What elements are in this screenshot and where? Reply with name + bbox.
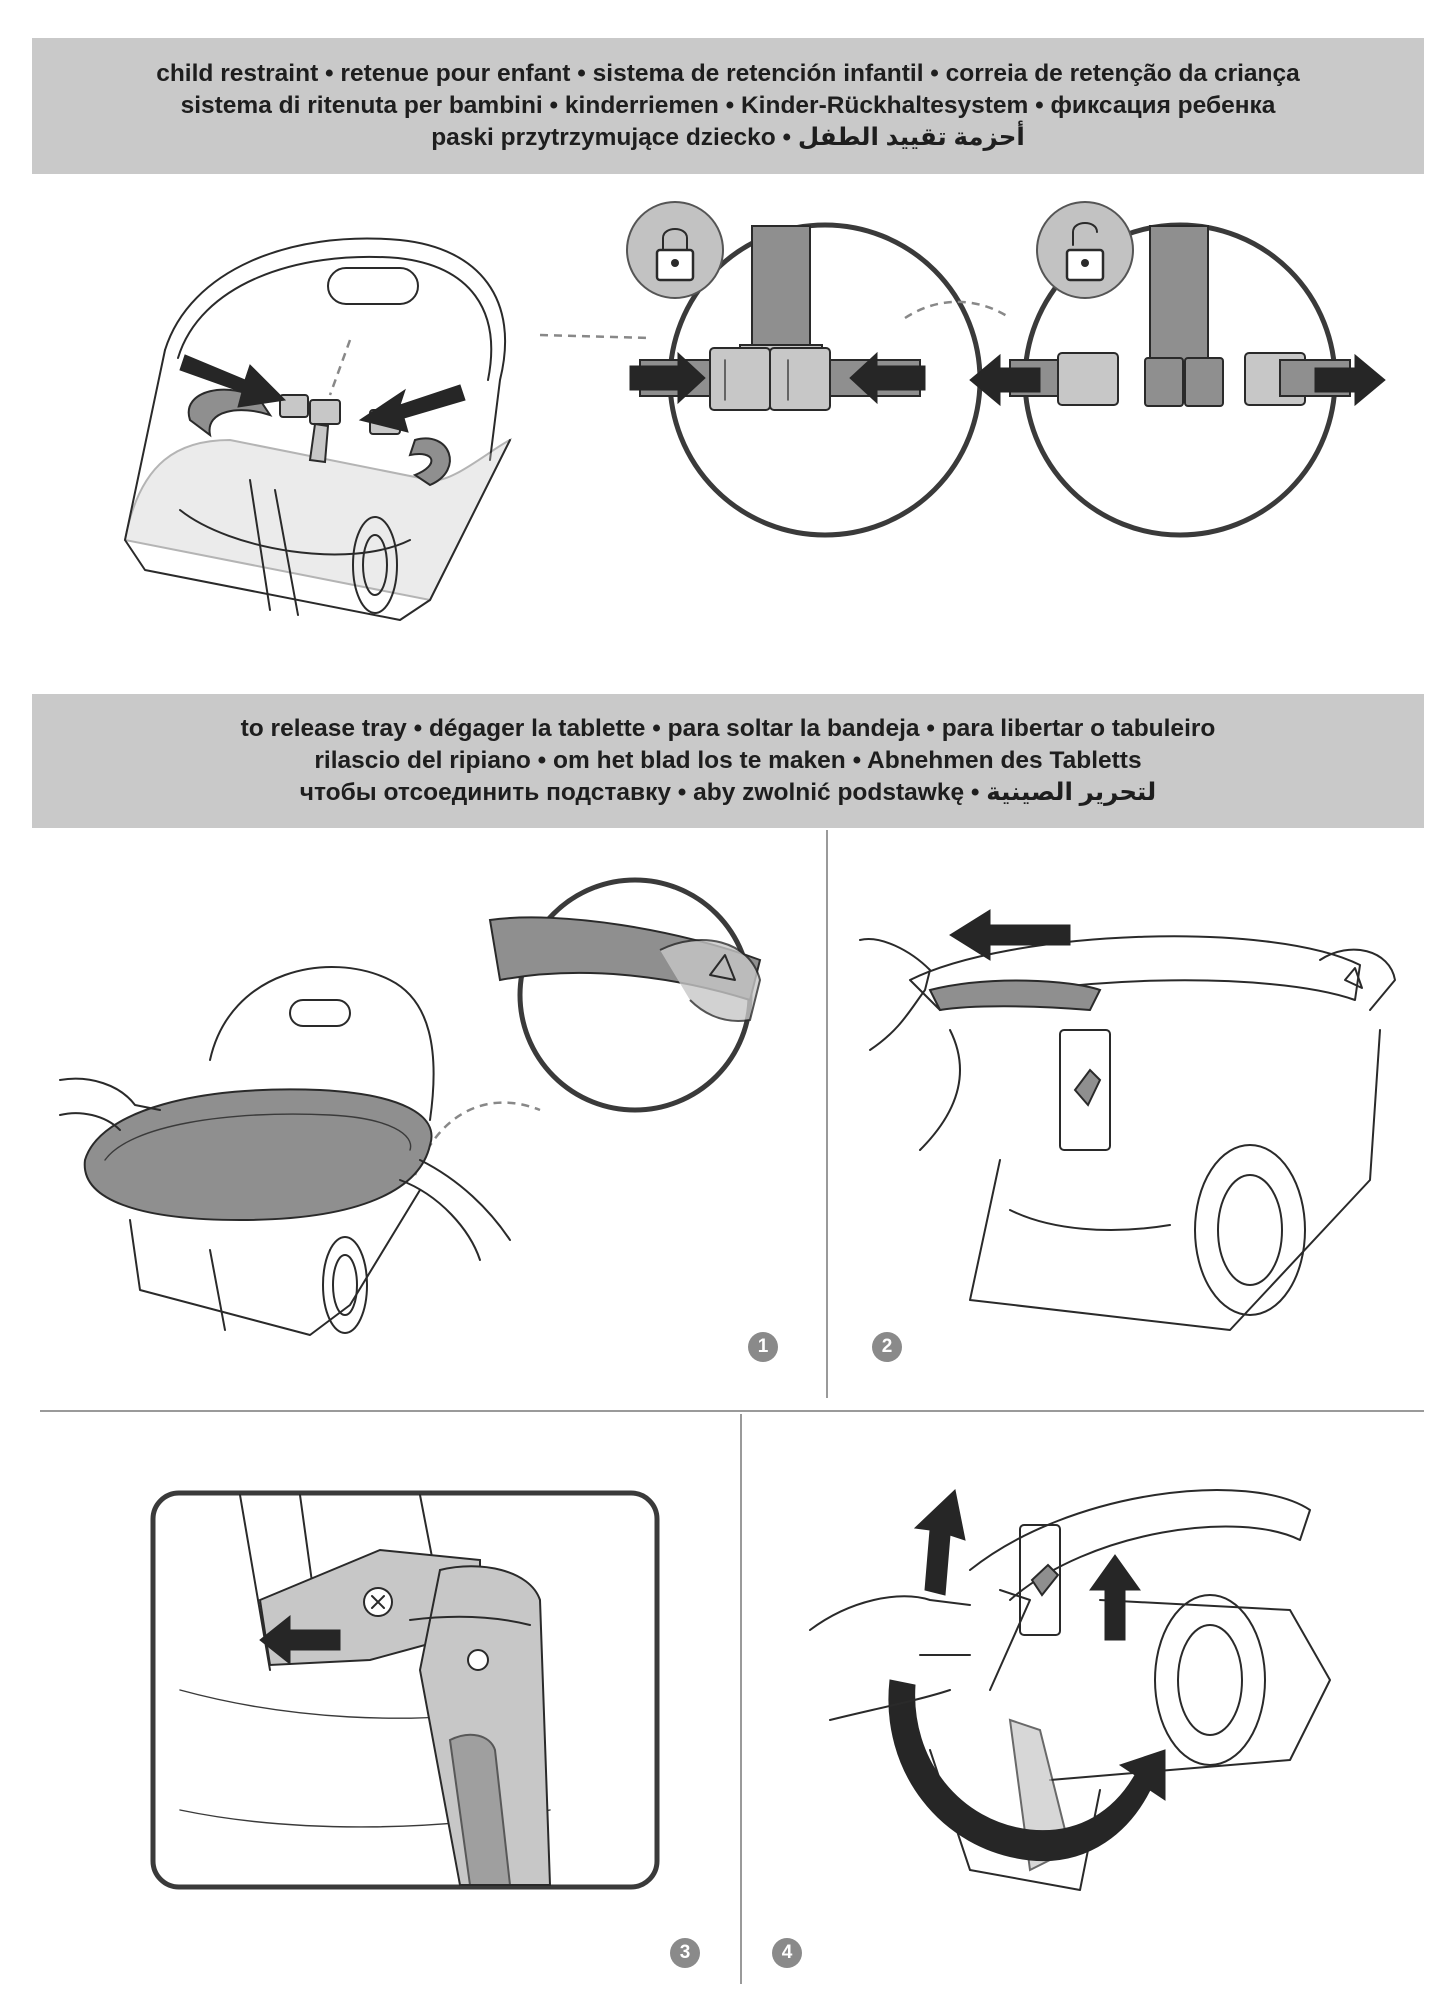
vertical-divider-bottom: [740, 1414, 742, 1984]
step4-tray-unhook-illustration: [770, 1430, 1350, 1930]
padlock-open-icon: [1037, 202, 1133, 298]
horizontal-divider: [40, 1410, 1424, 1412]
banner-line: sistema di ritenuta per bambini • kinder…: [181, 90, 1276, 122]
step-badge-4: 4: [772, 1938, 802, 1968]
banner-line: paski przytrzymujące dziecko • أحزمة تقي…: [431, 122, 1025, 154]
buckle-unlocked-detail: [980, 210, 1400, 540]
banner-line: child restraint • retenue pour enfant • …: [156, 58, 1300, 90]
step-badge-3: 3: [670, 1938, 700, 1968]
vertical-divider-top: [826, 830, 828, 1398]
step-badge-2: 2: [872, 1332, 902, 1362]
padlock-closed-icon: [627, 202, 723, 298]
step1-tray-removal-illustration: [60, 860, 820, 1360]
banner-line: rilascio del ripiano • om het blad los t…: [314, 745, 1141, 777]
step2-tray-slide-illustration: [850, 880, 1410, 1350]
banner-line: чтобы отсоединить подставку • aby zwolni…: [300, 777, 1156, 809]
step3-latch-detail-illustration: [150, 1490, 660, 1890]
child-restraint-banner: child restraint • retenue pour enfant • …: [32, 38, 1424, 174]
step-badge-1: 1: [748, 1332, 778, 1362]
release-tray-banner: to release tray • dégager la tablette • …: [32, 694, 1424, 828]
seat-harness-illustration: [70, 210, 610, 650]
banner-line: to release tray • dégager la tablette • …: [241, 713, 1216, 745]
